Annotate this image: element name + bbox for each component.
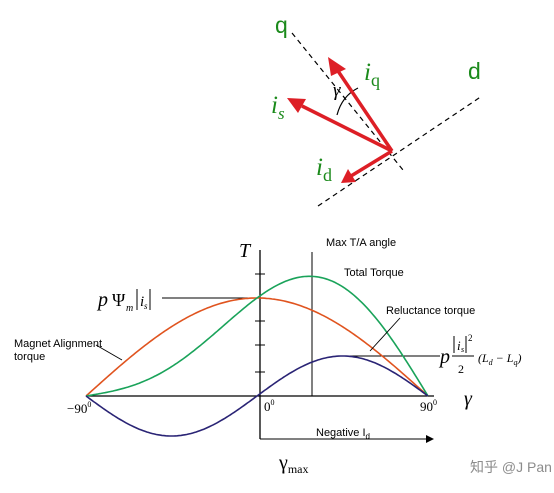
svg-text:p: p <box>96 289 108 311</box>
svg-text:2: 2 <box>458 362 464 376</box>
negative-id-label: Negative Id <box>316 427 370 441</box>
x-tick-0: 00 <box>264 398 275 414</box>
magnet-alignment-torque-curve <box>85 297 429 397</box>
x-axis-label: γ <box>464 388 473 410</box>
iq-label: iq <box>364 59 380 90</box>
id-arrowhead <box>341 169 356 183</box>
x-tick-90: 900 <box>420 398 437 414</box>
total-torque-curve <box>85 275 429 397</box>
svg-text:i: i <box>457 338 461 353</box>
q-axis-label: q <box>275 12 288 38</box>
svg-text:s: s <box>461 345 464 354</box>
torque-chart: T γ −900 00 900 Max T/A angle Total Torq… <box>14 237 521 476</box>
id-vector-shaft <box>350 149 393 178</box>
max-ta-angle-label: Max T/A angle <box>326 237 396 249</box>
is-label: is <box>271 92 285 123</box>
svg-text:m: m <box>126 303 133 314</box>
reluctance-peak-formula: p i s 2 2 (Ld − Lq) <box>438 333 521 376</box>
gamma-angle-label: γ <box>333 80 341 101</box>
y-axis-label: T <box>239 240 252 262</box>
iq-arrowhead <box>328 57 346 76</box>
magnet-callout-line <box>95 344 123 361</box>
dq-vector-diagram: q d γ iq is id <box>271 12 483 207</box>
svg-text:(Ld − Lq): (Ld − Lq) <box>478 351 521 367</box>
reluctance-torque-label: Reluctance torque <box>386 305 475 317</box>
negative-id-arrowhead <box>426 435 434 443</box>
reluctance-callout-line <box>369 317 401 352</box>
d-axis-label: d <box>468 58 481 84</box>
d-axis-line <box>317 95 483 207</box>
svg-text:Ψ: Ψ <box>112 290 126 310</box>
watermark-text: 知乎 @J Pan <box>470 459 552 475</box>
id-label: id <box>316 154 332 185</box>
is-arrowhead <box>287 98 306 113</box>
magnet-peak-formula: p Ψ m i s <box>96 289 151 314</box>
svg-text:s: s <box>144 301 148 311</box>
iq-vector-shaft <box>336 70 394 152</box>
x-tick-minus-90: −900 <box>67 400 91 416</box>
reluctance-torque-curve <box>85 355 429 437</box>
gamma-max-label: γmax <box>278 452 309 476</box>
svg-text:2: 2 <box>468 333 473 343</box>
is-vector-shaft <box>301 104 393 153</box>
svg-text:i: i <box>140 294 144 310</box>
gamma-arc <box>336 87 359 116</box>
total-torque-label: Total Torque <box>344 267 404 279</box>
svg-text:p: p <box>438 346 450 368</box>
